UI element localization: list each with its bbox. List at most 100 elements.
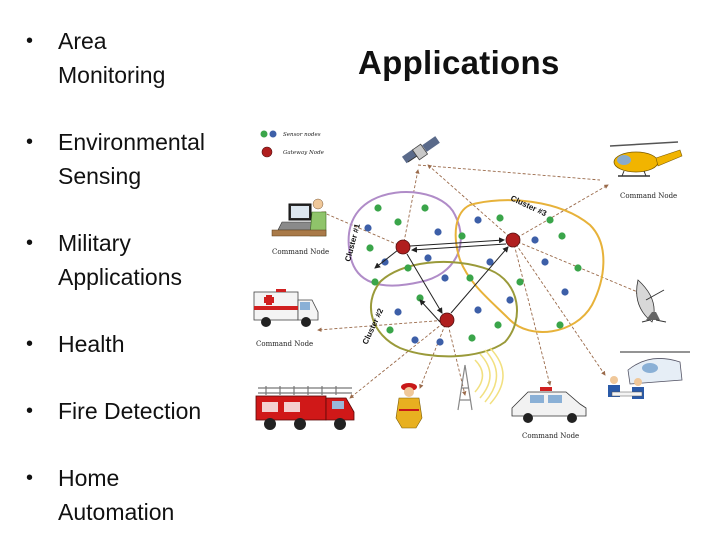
bullet-line: Environmental [58, 129, 206, 155]
sensor-node [466, 274, 474, 282]
link-gateway2-firefighter [419, 319, 448, 389]
link-gw1-gw3 [409, 237, 505, 247]
command-node-caption-ambulance: Command Node [256, 340, 313, 348]
bullet-environmental-sensing: • Environmental Sensing [26, 125, 241, 193]
link-gateway1-laptop [321, 211, 404, 248]
command-node-caption-laptop: Command Node [272, 248, 329, 256]
sensor-node [474, 216, 482, 224]
bullet-home-automation: • Home Automation [26, 461, 241, 529]
sensor-node [386, 326, 394, 334]
cluster-1-label: Cluster #1 [343, 222, 362, 262]
bullet-dot: • [26, 232, 34, 254]
laptop-operator-icon [271, 198, 327, 237]
bullet-area-monitoring: • Area Monitoring [26, 24, 241, 92]
bullet-dot: • [26, 400, 34, 422]
link-gateway3-helicopter [512, 184, 609, 241]
link-gateway3-dish [512, 239, 641, 294]
sensor-node [541, 258, 549, 266]
link-gateway2-tower [446, 319, 467, 396]
sensor-node [561, 288, 569, 296]
sensor-node [394, 308, 402, 316]
sensor-node [404, 264, 412, 272]
sensor-node [424, 254, 432, 262]
bullet-line: Health [58, 331, 125, 357]
cluster-3-boundary [454, 199, 605, 333]
gateway-node [395, 239, 411, 255]
sensor-node [556, 321, 564, 329]
bullet-line: Monitoring [58, 62, 166, 88]
sensor-node [394, 218, 402, 226]
sensor-node [494, 321, 502, 329]
sensor-node [411, 336, 419, 344]
legend-gateway-node-icon [261, 146, 273, 158]
link-gateway3-medical [512, 239, 606, 376]
sensor-node [441, 274, 449, 282]
sensor-node [516, 278, 524, 286]
bullet-line: Fire Detection [58, 398, 202, 424]
command-node-caption-police: Command Node [522, 432, 579, 440]
bullet-health: • Health [26, 327, 241, 361]
sensor-node [364, 224, 372, 232]
cluster-2-boundary [370, 261, 518, 358]
satellite-dish-icon [636, 279, 667, 323]
ambulance-icon [253, 289, 319, 327]
sensor-node [381, 258, 389, 266]
gateway-links [374, 237, 509, 323]
bullet-dot: • [26, 131, 34, 153]
bullet-line: Automation [58, 499, 175, 525]
gateway-nodes [395, 232, 521, 328]
bullet-line: Home [58, 465, 120, 491]
sensor-node [436, 338, 444, 346]
gateway-node [505, 232, 521, 248]
sensor-node [546, 216, 554, 224]
sensor-node [574, 264, 582, 272]
radio-tower-icon [457, 347, 504, 411]
cluster-1-boundary [347, 191, 462, 287]
link-gateway1-satellite [402, 169, 420, 248]
police-car-icon [511, 387, 587, 423]
link-gateway2-ambulance [317, 319, 448, 332]
sensor-node [486, 258, 494, 266]
sensor-node [506, 296, 514, 304]
cluster-3-label: Cluster #3 [509, 194, 548, 219]
dashed-links [317, 164, 641, 399]
sensor-nodes [364, 204, 582, 346]
link-gateway2-firetruck [349, 319, 448, 399]
bullet-dot: • [26, 30, 34, 52]
firefighter-icon [395, 383, 423, 429]
fire-truck-icon [255, 386, 355, 430]
sensor-node [374, 204, 382, 212]
bullet-dot: • [26, 467, 34, 489]
legend-gateway-label: Gateway Node [283, 150, 325, 156]
sensor-node [468, 334, 476, 342]
link-gw1-gw2 [406, 253, 443, 314]
bullet-dot: • [26, 333, 34, 355]
satellite-icon [401, 136, 440, 164]
gateway-node [439, 312, 455, 328]
helicopter-icon [609, 141, 683, 177]
sensor-node [496, 214, 504, 222]
bullet-line: Sensing [58, 163, 142, 189]
bullet-fire-detection: • Fire Detection [26, 394, 241, 428]
slide-title: Applications [358, 44, 560, 81]
legend-sensor-label: Sensor nodes [283, 132, 321, 138]
link-gw2-node [419, 299, 441, 323]
link-gw3-gw1 [411, 243, 507, 253]
legend: Sensor nodes Gateway Node [260, 130, 325, 158]
bullet-list: • Area Monitoring • Environmental Sensin… [0, 0, 245, 540]
command-node-caption-helicopter: Command Node [620, 192, 677, 200]
bullet-line: Military [58, 230, 131, 256]
link-gateway3-satellite [427, 164, 514, 241]
link-gw2-gw3 [450, 246, 509, 314]
sensor-node [421, 204, 429, 212]
bullet-military-applications: • Military Applications [26, 226, 241, 294]
bullet-line: Applications [58, 264, 183, 290]
sensor-node [558, 232, 566, 240]
legend-green-node-icon [260, 130, 268, 138]
link-satellite-helicopter [417, 164, 601, 181]
bullet-line: Area [58, 28, 107, 54]
medical-helicopter-icon [608, 351, 690, 399]
sensor-node [434, 228, 442, 236]
link-gw1-node [374, 249, 399, 269]
